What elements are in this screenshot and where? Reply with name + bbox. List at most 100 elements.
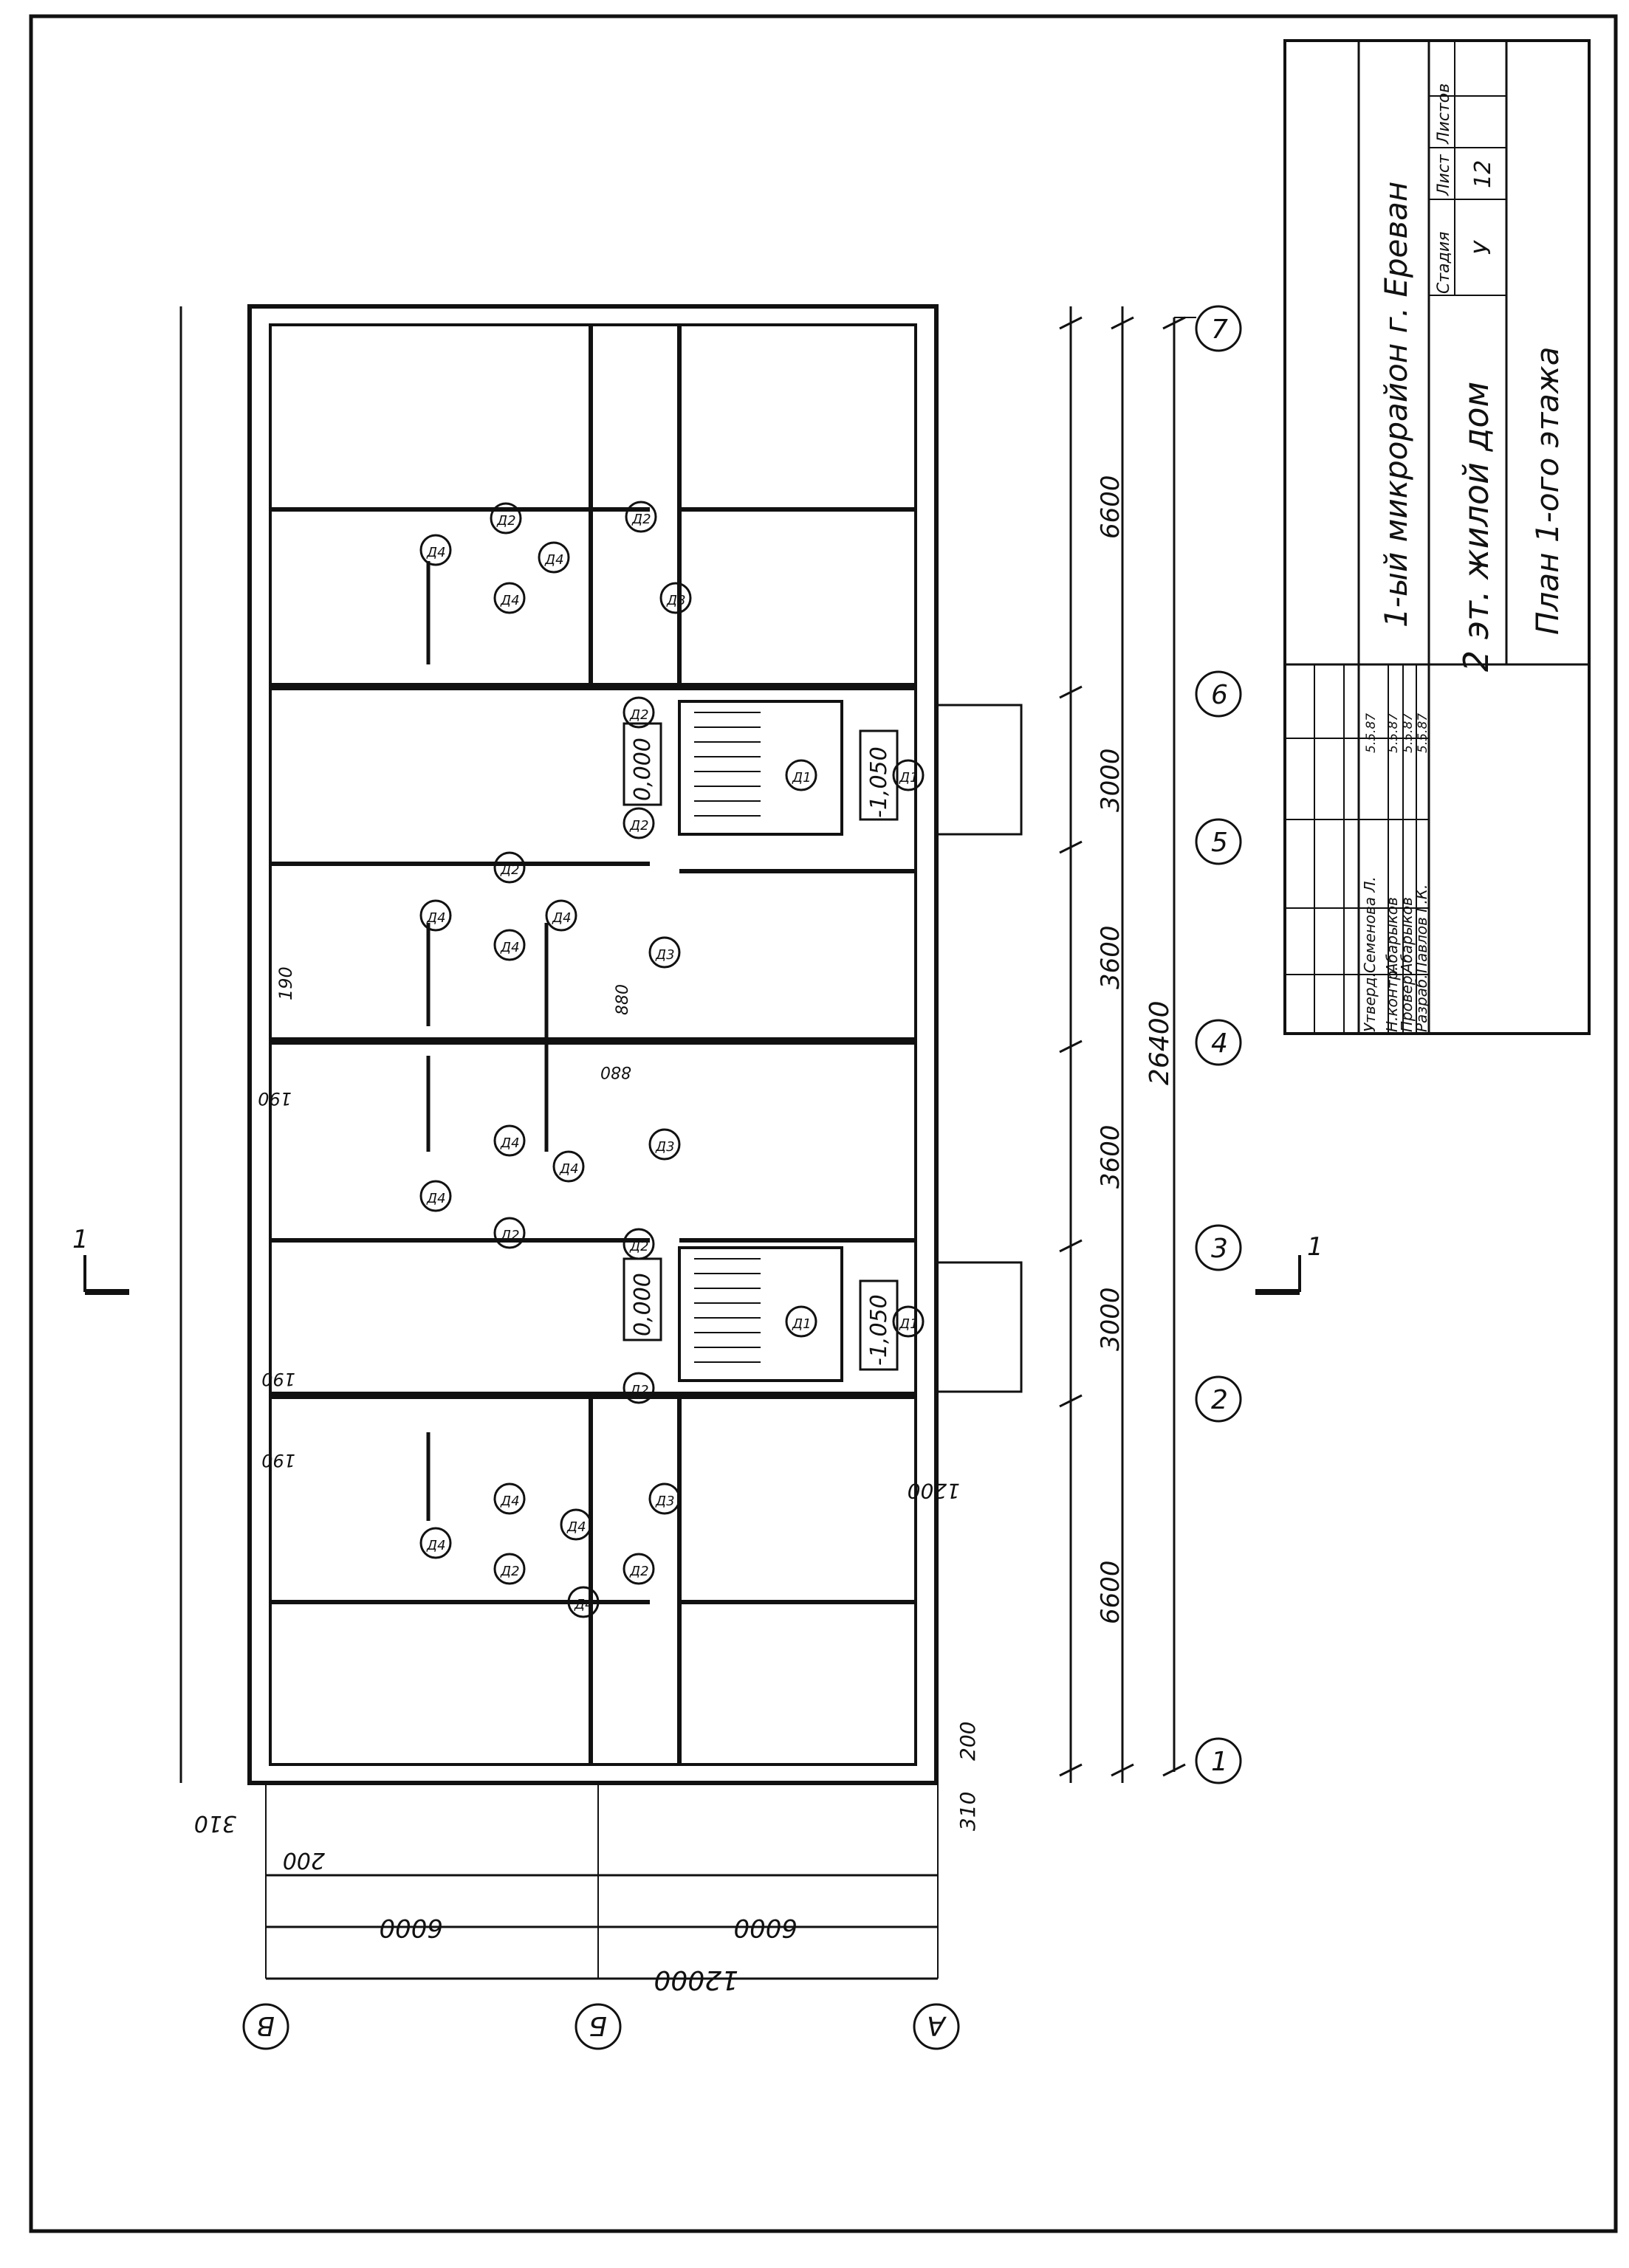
room-tag: Д3 bbox=[648, 1128, 681, 1161]
stage-value: У bbox=[1470, 240, 1496, 255]
svg-text:2: 2 bbox=[1211, 1385, 1228, 1415]
svg-text:-1,050: -1,050 bbox=[866, 1294, 892, 1366]
offset-310-left: 310 bbox=[194, 1810, 236, 1836]
room-tag: Д2 bbox=[623, 1228, 655, 1260]
svg-text:Д4: Д4 bbox=[426, 1191, 446, 1206]
room-tag: Д2 bbox=[623, 1372, 655, 1404]
room-tag: Д2 bbox=[490, 502, 522, 535]
section-mark-bottom: 1 bbox=[1255, 1232, 1323, 1295]
svg-text:Д2: Д2 bbox=[629, 818, 649, 834]
svg-text:Д3: Д3 bbox=[655, 1139, 675, 1155]
svg-text:5.5.87: 5.5.87 bbox=[1401, 713, 1416, 753]
building-title: 2 эт. жилой дом bbox=[1456, 382, 1496, 672]
svg-text:Д2: Д2 bbox=[629, 1239, 649, 1254]
room-tag: Д4 bbox=[419, 1180, 452, 1212]
svg-text:1: 1 bbox=[72, 1225, 89, 1254]
span-6600-right: 6600 bbox=[1096, 1560, 1125, 1624]
svg-text:Д4: Д4 bbox=[552, 910, 572, 926]
svg-text:Провер.: Провер. bbox=[1398, 971, 1416, 1032]
signature-row: Разраб. Павлов Г.К. 5.5.87 bbox=[1413, 713, 1430, 1032]
level-mark: -1,050 bbox=[859, 729, 899, 821]
svg-text:Д4: Д4 bbox=[426, 545, 446, 560]
overall-length: 26400 bbox=[1145, 1000, 1175, 1085]
level-mark: 0,000 bbox=[623, 722, 662, 806]
svg-text:Д4: Д4 bbox=[500, 940, 520, 955]
opening-880-a: 880 bbox=[614, 984, 632, 1015]
room-tag: Д1 bbox=[892, 1305, 925, 1338]
signature-row: Утверд. Семенова Л. 5.5.87 bbox=[1361, 713, 1379, 1032]
offset-310-right: 310 bbox=[956, 1792, 980, 1831]
svg-text:0,000: 0,000 bbox=[630, 1273, 656, 1336]
svg-text:Д4: Д4 bbox=[559, 1161, 579, 1177]
drawing-title: План 1-ого этажа bbox=[1529, 347, 1565, 636]
axis-marker: 3 bbox=[1195, 1224, 1242, 1271]
room-tag: Д2 bbox=[493, 851, 526, 884]
svg-text:Д1: Д1 bbox=[899, 770, 919, 786]
room-tag: Д2 bbox=[493, 1217, 526, 1249]
svg-text:Д2: Д2 bbox=[629, 707, 649, 723]
svg-text:Д2: Д2 bbox=[631, 512, 651, 527]
room-tag: Д1 bbox=[785, 1305, 817, 1338]
svg-text:Павлов Г.К.: Павлов Г.К. bbox=[1413, 884, 1430, 973]
stage-header: Стадия bbox=[1435, 232, 1453, 294]
svg-text:Д4: Д4 bbox=[426, 910, 446, 926]
svg-text:-1,050: -1,050 bbox=[866, 746, 892, 818]
dimension-chain-bays: 6000 6000 12000 310 200 310 200 1200 190… bbox=[194, 966, 980, 1995]
room-tag: Д4 bbox=[560, 1508, 592, 1541]
svg-text:А: А bbox=[927, 2010, 947, 2041]
svg-text:Д2: Д2 bbox=[629, 1564, 649, 1579]
offset-200-right: 200 bbox=[956, 1722, 980, 1761]
svg-text:0,000: 0,000 bbox=[630, 738, 656, 801]
room-tag: Д2 bbox=[623, 807, 655, 839]
svg-text:Семенова Л.: Семенова Л. bbox=[1361, 876, 1379, 973]
offset-1200: 1200 bbox=[908, 1479, 960, 1503]
stair-left bbox=[694, 712, 761, 817]
axis-marker: Б bbox=[575, 2003, 622, 2050]
svg-text:Д2: Д2 bbox=[500, 862, 520, 878]
room-tag: Д4 bbox=[493, 582, 526, 614]
room-tag: Д4 bbox=[493, 1482, 526, 1515]
svg-text:1: 1 bbox=[1211, 1747, 1228, 1777]
svg-text:5.5.87: 5.5.87 bbox=[1364, 713, 1379, 753]
room-tag: Д2 bbox=[493, 1553, 526, 1585]
span-3600-b: 3600 bbox=[1096, 1124, 1125, 1189]
svg-text:Д4: Д4 bbox=[566, 1519, 586, 1535]
svg-text:Д4: Д4 bbox=[544, 552, 564, 568]
title-block: 1-ый микрорайон г. Ереван 2 эт. жилой до… bbox=[1283, 39, 1591, 1035]
svg-text:Д4: Д4 bbox=[500, 593, 520, 608]
offset-190-d: 190 bbox=[261, 1450, 295, 1471]
room-tag: Д2 bbox=[623, 696, 655, 729]
building-walls bbox=[247, 304, 1023, 1785]
room-tag: Д1 bbox=[785, 759, 817, 791]
axis-markers-longitudinal: 1 2 3 4 5 6 7 bbox=[1174, 305, 1242, 1784]
room-tag: Д4 bbox=[419, 534, 452, 566]
room-tag: Д4 bbox=[419, 1527, 452, 1559]
svg-text:Разраб.: Разраб. bbox=[1413, 974, 1430, 1032]
svg-text:Д4: Д4 bbox=[500, 1494, 520, 1509]
svg-text:Н.контр.: Н.контр. bbox=[1383, 966, 1401, 1033]
svg-text:Д2: Д2 bbox=[629, 1383, 649, 1398]
svg-text:3: 3 bbox=[1211, 1234, 1228, 1264]
svg-text:Д2: Д2 bbox=[500, 1228, 520, 1243]
svg-text:Д1: Д1 bbox=[899, 1316, 919, 1332]
signature-row: Провер. Абарыков 5.5.87 bbox=[1398, 713, 1416, 1032]
offset-190-b: 190 bbox=[258, 1088, 292, 1109]
axis-marker: 7 bbox=[1195, 305, 1242, 352]
signature-row: Н.контр. Абарыков 5.5.87 bbox=[1383, 713, 1401, 1032]
room-tag: Д4 bbox=[552, 1150, 585, 1183]
svg-text:5.5.87: 5.5.87 bbox=[1416, 713, 1430, 753]
svg-text:Д2: Д2 bbox=[496, 513, 516, 529]
span-3000-b: 3000 bbox=[1096, 1287, 1125, 1351]
room-tag: Д3 bbox=[648, 1482, 681, 1515]
section-mark-top: 1 bbox=[72, 1225, 129, 1295]
svg-text:6: 6 bbox=[1211, 680, 1228, 710]
svg-text:Утверд.: Утверд. bbox=[1361, 972, 1379, 1032]
level-mark: -1,050 bbox=[859, 1279, 899, 1371]
svg-text:Д1: Д1 bbox=[792, 770, 812, 786]
svg-text:Д3: Д3 bbox=[655, 947, 675, 963]
svg-text:Абарыков: Абарыков bbox=[1383, 897, 1401, 975]
axis-marker: 2 bbox=[1195, 1375, 1242, 1423]
span-3000-a: 3000 bbox=[1096, 748, 1125, 812]
room-tag: Д2 bbox=[625, 501, 657, 533]
